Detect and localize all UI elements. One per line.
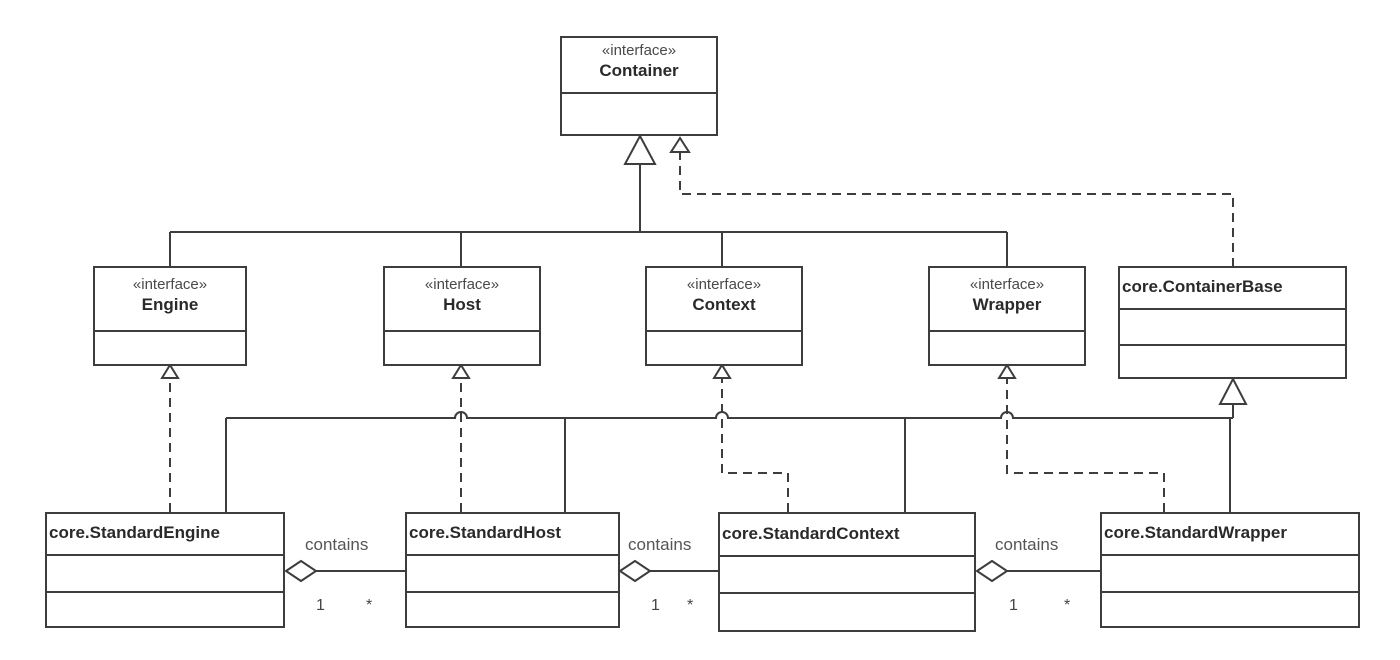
class-header: core.StandardWrapper (1102, 514, 1358, 556)
realization-arrowhead-engine (160, 363, 180, 379)
class-name: Context (692, 295, 756, 314)
class-host[interactable]: «interface» Host (383, 266, 541, 366)
class-standard-engine[interactable]: core.StandardEngine (45, 512, 285, 628)
stereotype-label: «interface» (132, 276, 208, 293)
attributes-compartment (407, 556, 618, 593)
class-name: Host (443, 295, 481, 314)
class-name: core.StandardContext (722, 524, 900, 543)
attributes-compartment (1120, 310, 1345, 346)
class-standard-wrapper[interactable]: core.StandardWrapper (1100, 512, 1360, 628)
class-name: Engine (141, 295, 199, 314)
class-header: «interface» Wrapper (930, 268, 1084, 332)
multiplicity-whole: 1 (651, 597, 660, 614)
multiplicity-part: * (1064, 597, 1071, 614)
aggregation-diamond-context (975, 559, 1009, 583)
generalization-arrowhead-container (623, 133, 657, 165)
stereotype-label: «interface» (424, 276, 500, 293)
association-label: contains (628, 535, 692, 554)
class-container[interactable]: «interface» Container (560, 36, 718, 136)
realization-arrowhead-container (669, 136, 691, 153)
class-name: core.StandardWrapper (1104, 523, 1287, 542)
stereotype-label: «interface» (686, 276, 762, 293)
class-standard-context[interactable]: core.StandardContext (718, 512, 976, 632)
multiplicity-part: * (687, 597, 694, 614)
class-name: Container (599, 61, 679, 80)
stereotype-label: «interface» (969, 276, 1045, 293)
realization-arrowhead-host (451, 363, 471, 379)
class-header: «interface» Engine (95, 268, 245, 332)
class-header: core.StandardHost (407, 514, 618, 556)
attributes-compartment (1102, 556, 1358, 593)
class-header: core.StandardEngine (47, 514, 283, 556)
aggregation-diamond-engine (284, 559, 318, 583)
multiplicity-whole: 1 (1009, 597, 1018, 614)
association-label: contains (305, 535, 369, 554)
class-header: «interface» Context (647, 268, 801, 332)
class-header: core.StandardContext (720, 514, 974, 557)
class-standard-host[interactable]: core.StandardHost (405, 512, 620, 628)
class-engine[interactable]: «interface» Engine (93, 266, 247, 366)
class-wrapper[interactable]: «interface» Wrapper (928, 266, 1086, 366)
class-name: Wrapper (972, 295, 1042, 314)
generalization-bus-containerbase (226, 411, 1233, 419)
class-header: «interface» Container (562, 38, 716, 94)
attributes-compartment (562, 94, 716, 134)
realization-line-containerbase (679, 152, 1234, 267)
association-label: contains (995, 535, 1059, 554)
aggregation-diamond-host (618, 559, 652, 583)
realization-line-standardcontext (721, 378, 789, 512)
multiplicity-part: * (366, 597, 373, 614)
realization-line-standardwrapper (1006, 378, 1165, 512)
multiplicity-whole: 1 (316, 597, 325, 614)
attributes-compartment (47, 556, 283, 593)
realization-arrowhead-context (712, 363, 732, 379)
class-name: core.ContainerBase (1122, 277, 1283, 296)
class-container-base[interactable]: core.ContainerBase (1118, 266, 1347, 379)
class-header: core.ContainerBase (1120, 268, 1345, 310)
realization-arrowhead-wrapper (997, 363, 1017, 379)
class-name: core.StandardEngine (49, 523, 220, 542)
attributes-compartment (720, 557, 974, 594)
generalization-arrowhead-containerbase (1218, 376, 1248, 405)
class-context[interactable]: «interface» Context (645, 266, 803, 366)
stereotype-label: «interface» (601, 42, 677, 59)
class-name: core.StandardHost (409, 523, 562, 542)
class-header: «interface» Host (385, 268, 539, 332)
